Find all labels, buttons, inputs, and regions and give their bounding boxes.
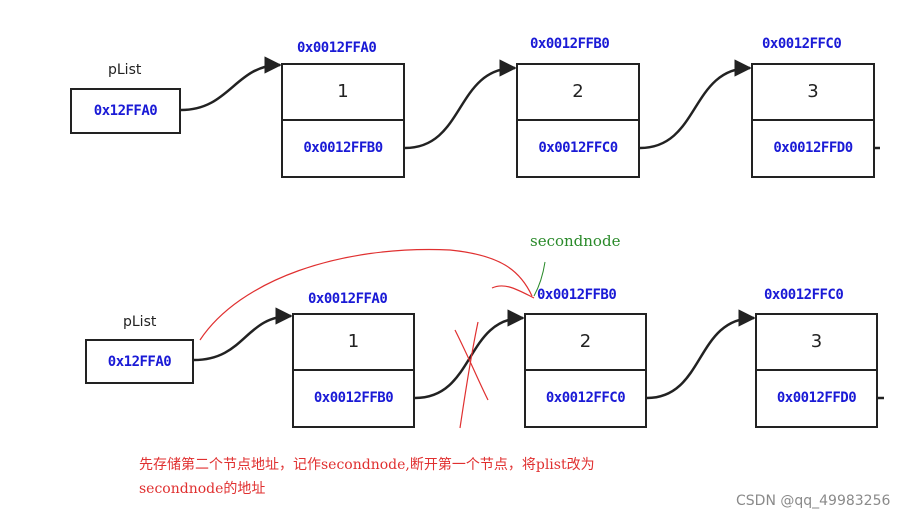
csdn-watermark: CSDN @qq_49983256 (736, 493, 891, 509)
red-cross-mark (454, 329, 489, 401)
bottom-node3-next: 0x0012FFD0 (776, 390, 857, 407)
top-node1-next: 0x0012FFB0 (303, 140, 383, 157)
top-plist-box: 0x12FFA0 (70, 88, 181, 134)
bottom-node1-address: 0x0012FFA0 (308, 291, 388, 307)
bottom-node1-next: 0x0012FFB0 (313, 390, 394, 407)
bottom-node2-value: 2 (526, 315, 645, 371)
top-node1-address: 0x0012FFA0 (297, 40, 377, 56)
top-node2-value: 2 (518, 65, 638, 121)
top-arrow-node2-to-node3 (639, 59, 752, 150)
bottom-node2-next: 0x0012FFC0 (545, 390, 626, 407)
explanation-note: 先存储第二个节点地址，记作secondnode,断开第一个节点，将plist改为… (139, 453, 739, 501)
top-node3-address: 0x0012FFC0 (762, 36, 842, 52)
top-node2-next: 0x0012FFC0 (538, 140, 618, 157)
top-plist-label: pList (108, 62, 142, 78)
top-arrow-node1-to-node2 (404, 59, 517, 150)
bottom-node-3: 3 0x0012FFD0 (755, 313, 878, 428)
top-node3-value: 3 (753, 65, 873, 121)
top-node2-address: 0x0012FFB0 (530, 36, 610, 52)
top-node-3: 3 0x0012FFD0 (751, 63, 875, 178)
bottom-node-1: 1 0x0012FFB0 (292, 313, 415, 428)
top-node-1: 1 0x0012FFB0 (281, 63, 405, 178)
bottom-node-2: 2 0x0012FFC0 (524, 313, 647, 428)
bottom-node3-address: 0x0012FFC0 (764, 287, 844, 303)
red-redirect-curve (199, 248, 533, 341)
bottom-plist-label: pList (123, 314, 157, 330)
bottom-node1-value: 1 (294, 315, 413, 371)
top-node-2: 2 0x0012FFC0 (516, 63, 640, 178)
note-line-1: 先存储第二个节点地址，记作secondnode,断开第一个节点，将plist改为 (139, 457, 595, 473)
bottom-plist-box: 0x12FFA0 (85, 339, 194, 384)
note-line-2: secondnode的地址 (139, 481, 266, 497)
top-node3-next: 0x0012FFD0 (773, 140, 853, 157)
green-pointer (533, 261, 546, 297)
top-node1-value: 1 (283, 65, 403, 121)
top-arrow-plist-to-node1 (180, 56, 282, 112)
bottom-node2-address: 0x0012FFB0 (537, 287, 617, 303)
bottom-arrow-node2-to-node3 (646, 309, 756, 400)
secondnode-annotation: secondnode (530, 232, 621, 250)
bottom-node3-value: 3 (757, 315, 876, 371)
bottom-arrow-plist-to-node1 (193, 307, 293, 362)
bottom-arrow-node1-to-node2 (414, 309, 525, 400)
